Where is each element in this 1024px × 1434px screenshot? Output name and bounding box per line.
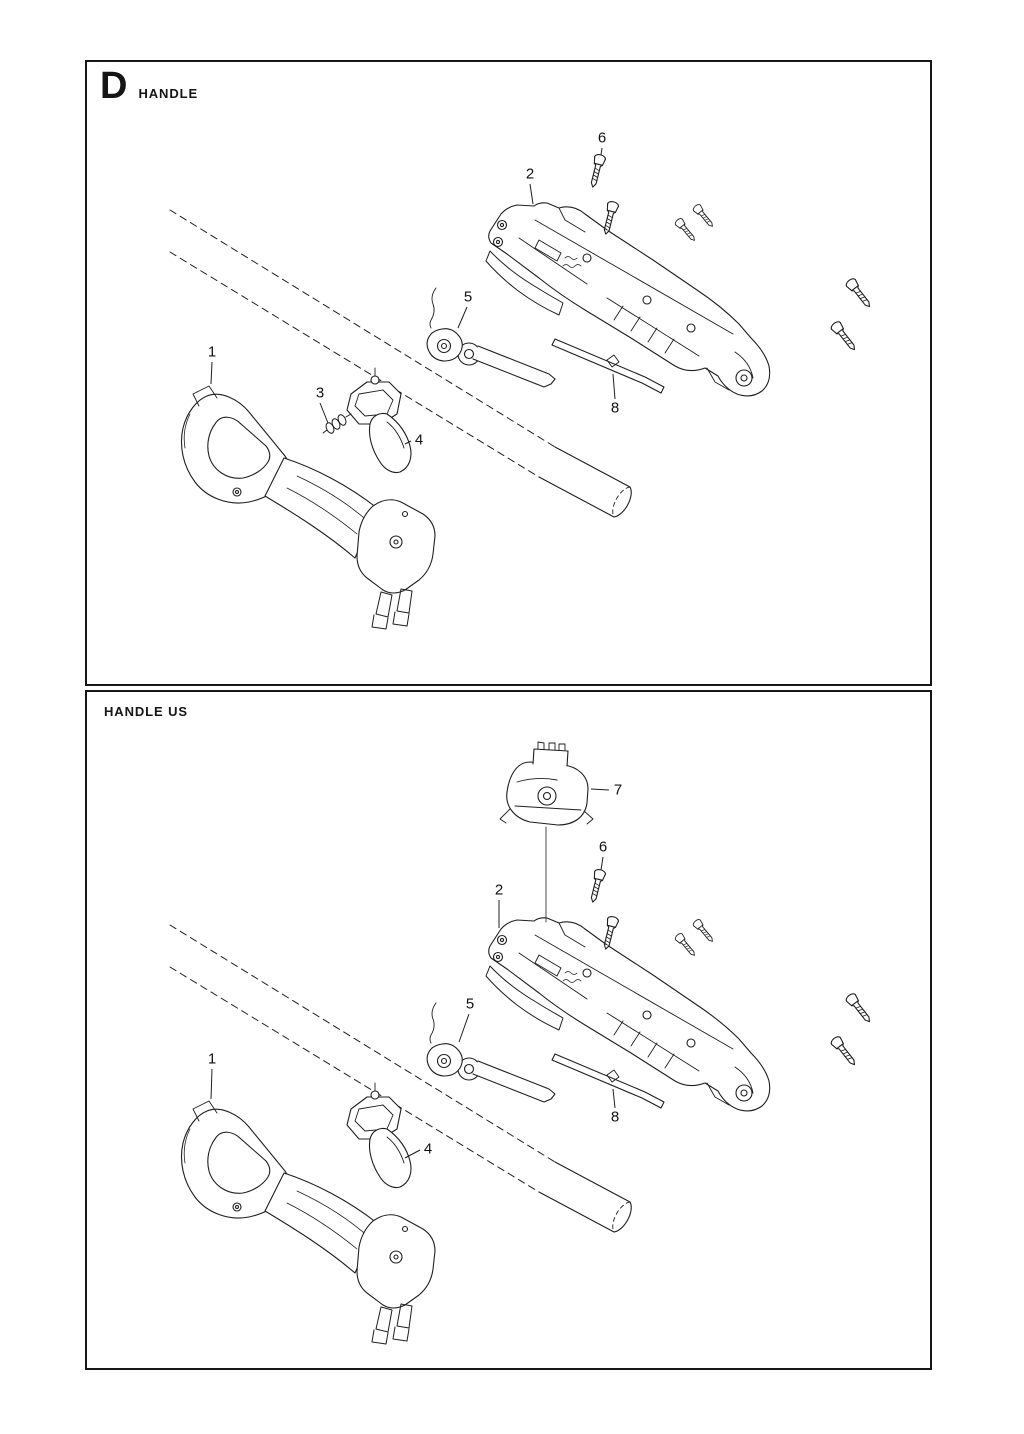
callout-1-label: 1 <box>208 1051 216 1068</box>
callout-6-leader <box>600 147 603 156</box>
callout-8-label: 8 <box>611 1109 619 1126</box>
callout-1-label: 1 <box>208 344 216 361</box>
callout-5-leader <box>458 1013 470 1043</box>
callout-2-label: 2 <box>495 882 503 899</box>
callout-5-label: 5 <box>464 289 472 306</box>
callout-8-label: 8 <box>611 400 619 417</box>
panel-title: HANDLE <box>138 86 199 101</box>
panel-handle-us-header: HANDLE US <box>104 704 188 719</box>
handle-us-diagram: 7 6 2 5 1 4 8 <box>87 741 930 1368</box>
callout-4-leader <box>404 1149 421 1159</box>
callout-4-label: 4 <box>415 432 423 449</box>
callout-5-leader <box>457 306 468 329</box>
panel-title: HANDLE US <box>104 704 188 719</box>
callout-7-label: 7 <box>614 782 622 799</box>
callout-4-label: 4 <box>424 1141 432 1158</box>
callout-5-label: 5 <box>466 996 474 1013</box>
callout-2-leader <box>529 183 534 205</box>
section-letter: D <box>100 65 128 107</box>
callout-6-label: 6 <box>598 130 606 147</box>
callout-6-label: 6 <box>599 839 607 856</box>
callout-4-leader <box>404 440 412 445</box>
panel-handle-us: HANDLE US 7 6 2 5 1 4 <box>85 690 932 1370</box>
panel-handle: D HANDLE 6 2 5 1 3 4 8 <box>85 60 932 686</box>
handle-diagram: 6 2 5 1 3 4 8 <box>87 130 930 684</box>
callout-8-leader <box>612 373 616 400</box>
callouts: 7 6 2 5 1 4 8 <box>208 782 622 1159</box>
callouts: 6 2 5 1 3 4 8 <box>208 130 619 449</box>
callout-2-label: 2 <box>526 166 534 183</box>
callout-8-leader <box>612 1088 616 1109</box>
panel-handle-header: D HANDLE <box>100 67 198 105</box>
callout-1-leader <box>210 1068 213 1100</box>
callout-3-label: 3 <box>316 385 324 402</box>
callout-1-leader <box>210 361 213 385</box>
throttle-spring <box>322 413 352 434</box>
callout-6-leader <box>600 856 604 871</box>
switch-module <box>499 741 594 923</box>
callout-3-leader <box>319 402 329 424</box>
callout-7-leader <box>590 788 610 791</box>
